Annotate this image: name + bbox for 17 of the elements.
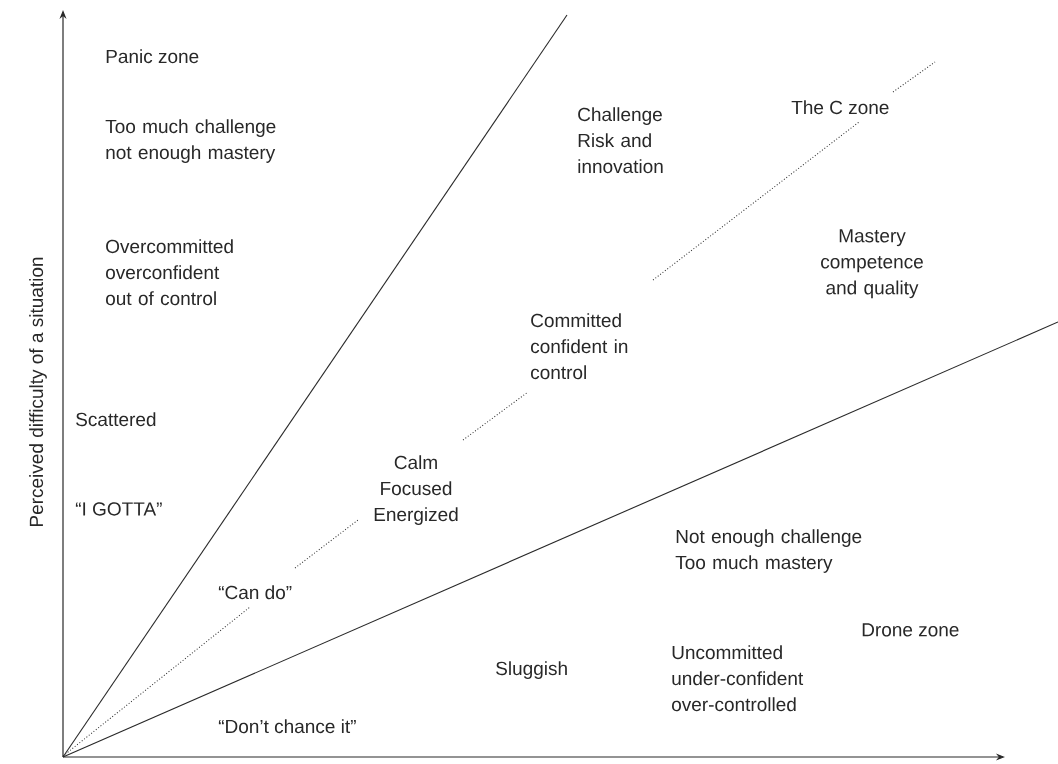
zone-label: The C zone xyxy=(791,100,889,115)
zone-label: Challenge Risk and innovation xyxy=(578,107,663,174)
zone-label: Drone zone xyxy=(862,623,959,637)
zone-label: “I GOTTA” xyxy=(75,502,162,516)
zone-label: Not enough challenge Too much mastery xyxy=(675,529,862,573)
zone-label: Too much challenge not enough mastery xyxy=(105,119,276,163)
zone-label: Committed confident in control xyxy=(531,313,628,380)
zone-label: “Don’t chance it” xyxy=(218,719,356,734)
zone-label: Overcommitted overconfident out of control xyxy=(106,239,233,306)
zone-label: Sluggish xyxy=(496,661,567,679)
zone-label: “Can do” xyxy=(218,585,292,600)
zone-label: Scattered xyxy=(76,412,156,427)
axis-label: Perceived difficulty of a situation xyxy=(29,257,47,526)
zone-label: Panic zone xyxy=(106,49,199,64)
zone-label: Uncommitted under-confident over-controlled xyxy=(672,645,804,712)
zone-label: Mastery competence and quality xyxy=(821,229,923,299)
zone-label: Calm Focused Energized xyxy=(374,455,458,525)
